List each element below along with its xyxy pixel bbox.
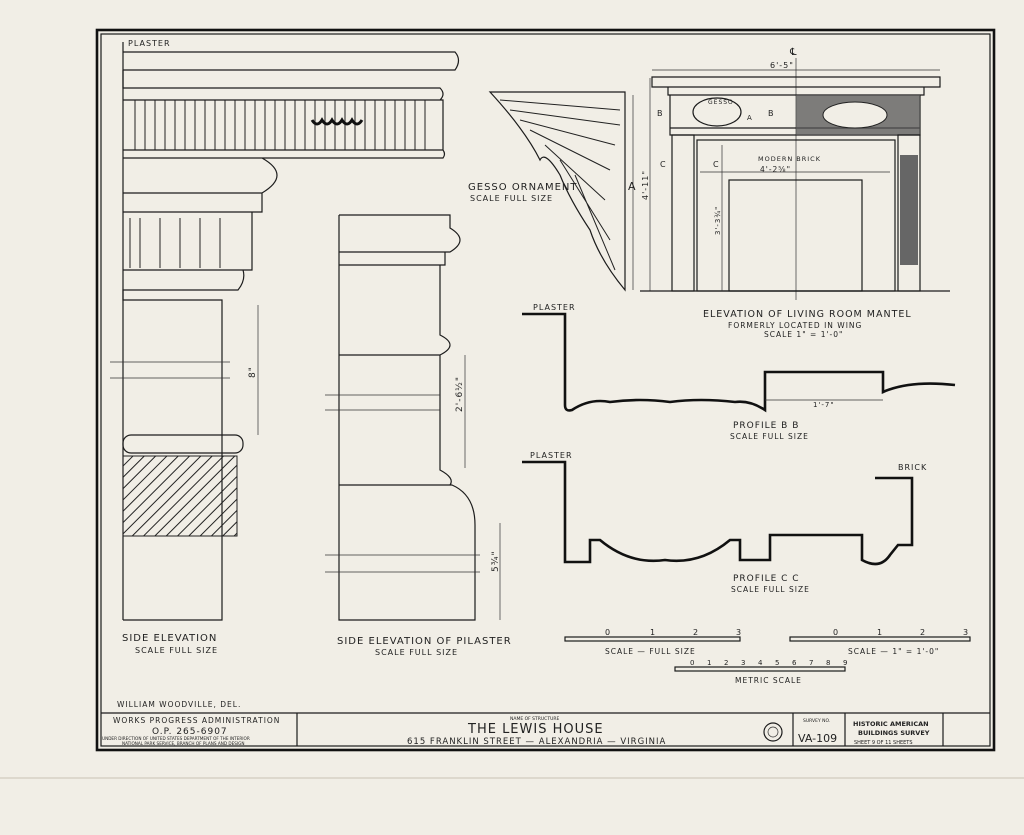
mantel-width: 6'-5"	[770, 61, 794, 70]
dimension-5-3-4in: 5¾"	[491, 550, 501, 572]
scale-tick: 3	[741, 659, 746, 667]
section-c-right: C	[713, 160, 720, 169]
direction-line-1: UNDER DIRECTION OF UNITED STATES DEPARTM…	[102, 736, 250, 741]
scale-inch: 0 1 2 3 SCALE — 1" = 1'-0"	[789, 628, 971, 656]
mantel-title: ELEVATION OF LIVING ROOM MANTEL	[703, 309, 912, 320]
inner-border	[100, 33, 991, 747]
scale-full-label: SCALE — FULL SIZE	[605, 647, 696, 656]
side-elevation-scale: SCALE FULL SIZE	[135, 646, 218, 655]
gesso-ornament-title: GESSO ORNAMENT	[468, 182, 578, 193]
profile-bb-plaster-label: PLASTER	[533, 303, 576, 312]
modern-brick-label: MODERN BRICK	[758, 155, 821, 163]
title-block: WORKS PROGRESS ADMINISTRATION O.P. 265-6…	[101, 712, 990, 747]
agency-name: WORKS PROGRESS ADMINISTRATION	[113, 716, 280, 725]
opening-height: 3'-3¾"	[714, 206, 722, 235]
section-b-left: B	[657, 109, 664, 118]
gesso-ornament-scale: SCALE FULL SIZE	[470, 194, 553, 203]
scale-tick: 1	[650, 628, 656, 637]
profile-cc-scale: SCALE FULL SIZE	[731, 585, 810, 594]
scale-tick: 1	[877, 628, 883, 637]
profile-cc-title: PROFILE C C	[733, 574, 800, 584]
op-number: O.P. 265-6907	[152, 727, 228, 737]
scale-tick: 4	[758, 659, 763, 667]
scale-full-size: 0 1 2 3 SCALE — FULL SIZE	[564, 628, 742, 656]
mantel-subtitle: FORMERLY LOCATED IN WING	[728, 321, 862, 330]
scale-tick: 0	[690, 659, 695, 667]
metric-scale-label: METRIC SCALE	[735, 676, 802, 685]
ornament-mark-a: A	[628, 180, 637, 193]
profile-bb-scale: SCALE FULL SIZE	[730, 432, 809, 441]
pilaster-scale: SCALE FULL SIZE	[375, 648, 458, 657]
org-line-1: HISTORIC AMERICAN	[853, 720, 929, 728]
scale-tick: 3	[963, 628, 969, 637]
name-of-structure-label: NAME OF STRUCTURE	[510, 716, 559, 722]
plaster-label: PLASTER	[128, 39, 171, 48]
structure-name: THE LEWIS HOUSE	[467, 722, 604, 737]
scale-metric: 0 1 2 3 4 5 6 7 8 9 METRIC SCALE	[674, 659, 848, 685]
scale-tick: 6	[792, 659, 797, 667]
profile-bb-title: PROFILE B B	[733, 421, 799, 431]
scale-inch-label: SCALE — 1" = 1'-0"	[848, 647, 939, 656]
scale-tick: 9	[843, 659, 848, 667]
scale-tick: 0	[833, 628, 839, 637]
pilaster-elevation: 2'-6½" 5¾" SIDE ELEVATION OF PILASTER SC…	[325, 214, 512, 657]
scale-tick: 8	[826, 659, 831, 667]
profile-cc: PLASTER BRICK PROFILE C C SCALE FULL SIZ…	[522, 451, 927, 594]
profile-cc-brick-label: BRICK	[898, 463, 927, 472]
sheet-number: SHEET 9 OF 11 SHEETS	[854, 740, 913, 746]
section-c-left: C	[660, 160, 667, 169]
scale-tick: 2	[920, 628, 926, 637]
seal-icon	[763, 722, 783, 742]
scale-tick: 7	[809, 659, 814, 667]
profile-cc-plaster-label: PLASTER	[530, 451, 573, 460]
scale-tick: 2	[724, 659, 729, 667]
mantel-scale: SCALE 1" = 1'-0"	[764, 330, 843, 339]
opening-width: 4'-2⅝"	[760, 165, 791, 174]
org-line-2: BUILDINGS SURVEY	[858, 729, 930, 737]
scale-tick: 0	[605, 628, 611, 637]
dimension-8in: 8"	[248, 366, 258, 378]
survey-number: VA-109	[798, 732, 837, 745]
scale-tick: 1	[707, 659, 712, 667]
profile-bb: PLASTER 1'-7" PROFILE B B SCALE FULL SIZ…	[522, 303, 956, 441]
centerline-mark: ℄	[789, 47, 797, 58]
side-elevation: PLASTER 8" SIDE ELEVATION SCALE FULL SIZ…	[110, 39, 460, 655]
mantel-elevation: ℄ 6'-5" 4'-11" GESSO B B A C C MODERN BR…	[640, 47, 950, 339]
survey-number-label: SURVEY NO.	[803, 718, 830, 724]
pilaster-title: SIDE ELEVATION OF PILASTER	[337, 636, 512, 647]
dimension-2ft-6in: 2'-6½"	[455, 376, 465, 412]
mantel-height: 4'-11"	[641, 170, 650, 200]
gesso-ornament: A GESSO ORNAMENT SCALE FULL SIZE	[468, 91, 637, 292]
section-b-right: B	[768, 109, 775, 118]
scale-tick: 2	[693, 628, 699, 637]
side-elevation-title: SIDE ELEVATION	[122, 633, 217, 644]
gesso-label: GESSO	[708, 99, 734, 106]
drawing-border	[95, 28, 996, 752]
scale-tick: 5	[775, 659, 780, 667]
delineator-credit: WILLIAM WOODVILLE, DEL.	[117, 700, 241, 709]
structure-address: 615 FRANKLIN STREET — ALEXANDRIA — VIRGI…	[407, 737, 666, 747]
scale-tick: 3	[736, 628, 742, 637]
section-a: A	[747, 114, 753, 122]
direction-line-2: NATIONAL PARK SERVICE, BRANCH OF PLANS A…	[122, 741, 245, 746]
profile-bb-dimension: 1'-7"	[813, 401, 835, 409]
